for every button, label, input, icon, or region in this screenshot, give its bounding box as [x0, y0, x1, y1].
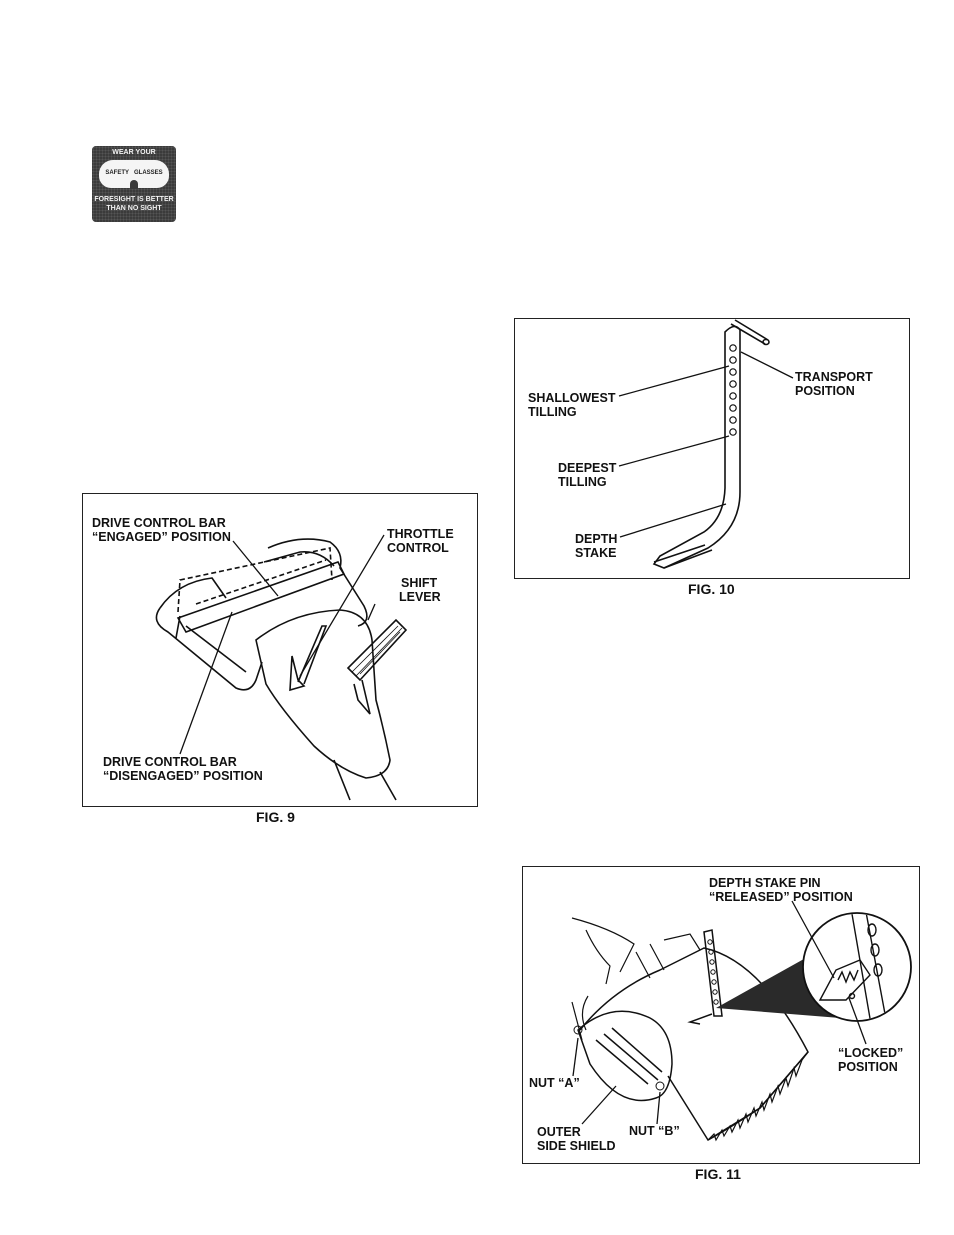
- outer-shield-label-1: OUTER: [537, 1125, 581, 1139]
- shift-label-1: SHIFT: [401, 576, 438, 590]
- shift-label-2: LEVER: [399, 590, 441, 604]
- fig10-caption: FIG. 10: [688, 581, 735, 597]
- transport-label-2: POSITION: [795, 384, 855, 398]
- disengaged-label-1: DRIVE CONTROL BAR: [103, 755, 237, 769]
- throttle-label-1: THROTTLE: [387, 527, 454, 541]
- badge-line3: FORESIGHT IS BETTER: [94, 196, 174, 203]
- magnifier-detail: [802, 912, 912, 1022]
- badge-left-text: SAFETY: [105, 170, 129, 176]
- released-label-1: DEPTH STAKE PIN: [709, 876, 821, 890]
- badge-line4: THAN NO SIGHT: [106, 205, 162, 212]
- disengaged-label-2: “DISENGAGED” POSITION: [103, 769, 263, 783]
- depth-stake-label-1: DEPTH: [575, 532, 618, 546]
- fig11-caption: FIG. 11: [695, 1166, 741, 1182]
- locked-label-1: “LOCKED”: [838, 1046, 904, 1060]
- goggles-icon: SAFETY GLASSES: [99, 160, 169, 189]
- nut-b-label: NUT “B”: [629, 1124, 680, 1138]
- transport-label-1: TRANSPORT: [795, 370, 873, 384]
- fig9-frame: [82, 493, 478, 807]
- shallowest-label-2: TILLING: [528, 405, 577, 419]
- released-label-2: “RELEASED” POSITION: [709, 890, 853, 904]
- outer-shield-label-2: SIDE SHIELD: [537, 1139, 616, 1153]
- deepest-label-2: TILLING: [558, 475, 607, 489]
- deepest-label-1: DEEPEST: [558, 461, 617, 475]
- badge-right-text: GLASSES: [134, 170, 163, 176]
- engaged-label-1: DRIVE CONTROL BAR: [92, 516, 226, 530]
- fig10-frame: [514, 318, 910, 579]
- engaged-label-2: “ENGAGED” POSITION: [92, 530, 231, 544]
- badge-top-text: WEAR YOUR: [112, 149, 156, 156]
- locked-label-2: POSITION: [838, 1060, 898, 1074]
- depth-stake-label-2: STAKE: [575, 546, 617, 560]
- nut-a-label: NUT “A”: [529, 1076, 580, 1090]
- throttle-label-2: CONTROL: [387, 541, 449, 555]
- safety-glasses-badge: WEAR YOUR SAFETY GLASSES FORESIGHT IS BE…: [92, 146, 176, 222]
- shallowest-label-1: SHALLOWEST: [528, 391, 616, 405]
- fig9-caption: FIG. 9: [256, 809, 295, 825]
